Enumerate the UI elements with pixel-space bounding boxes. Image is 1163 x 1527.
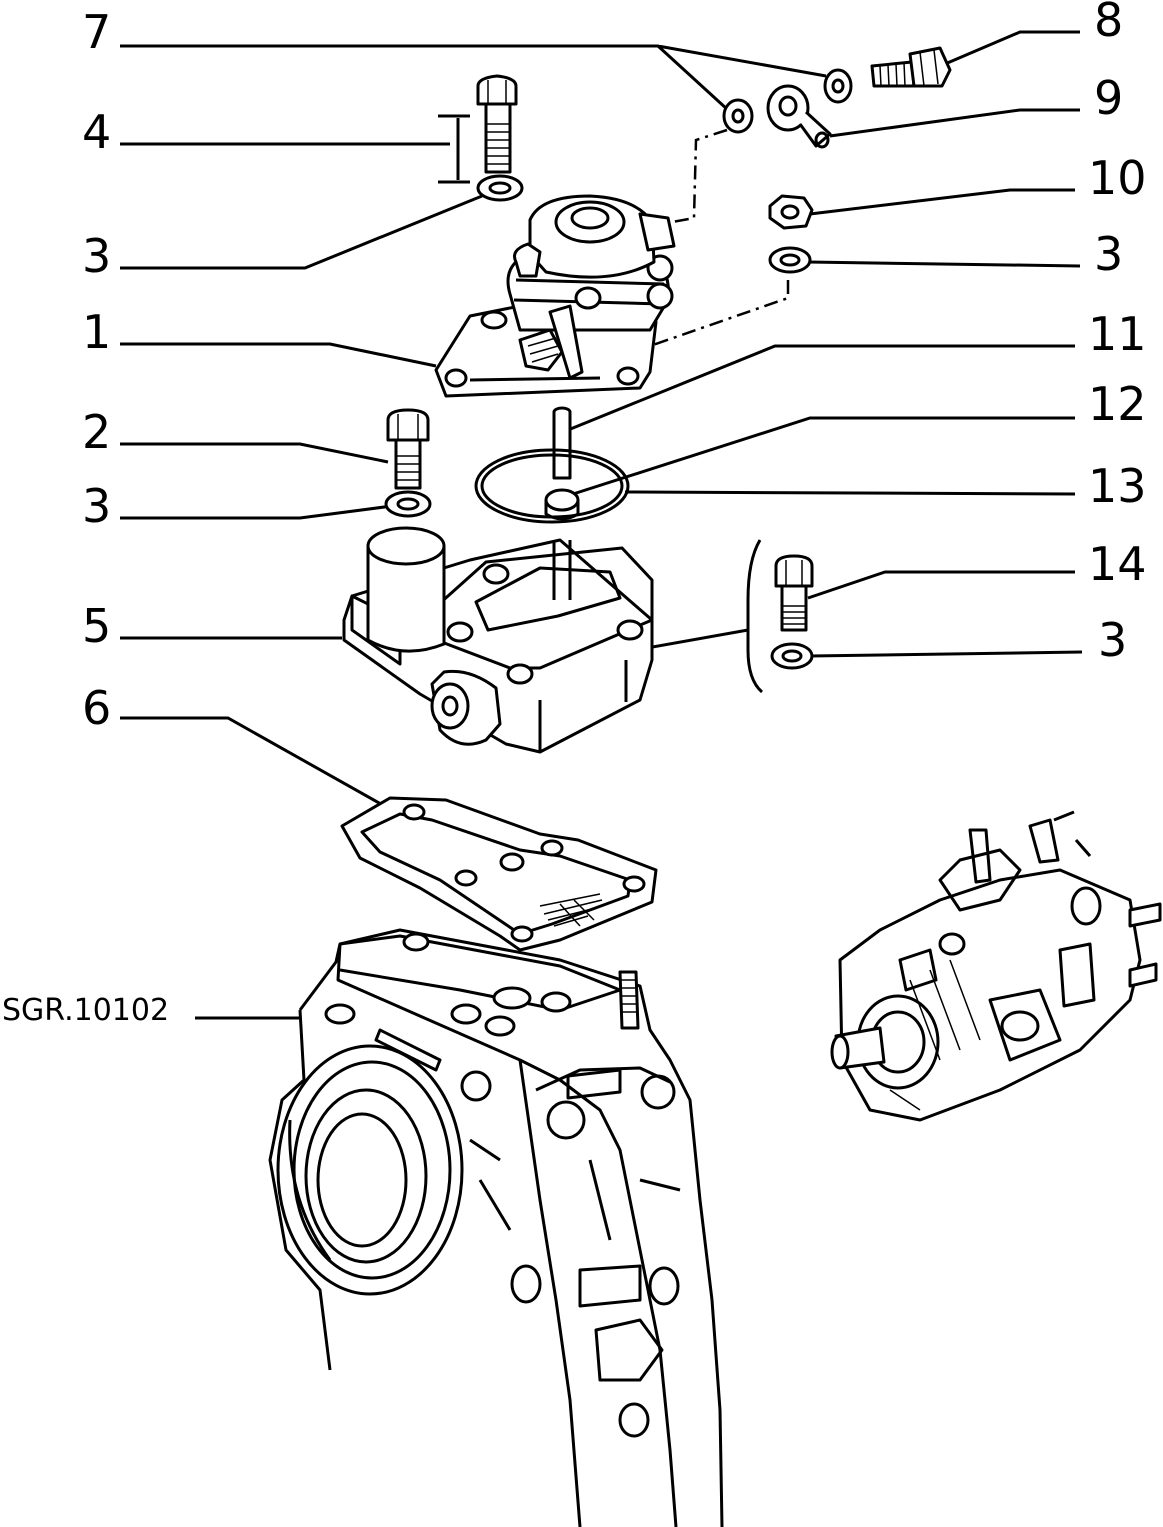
axis-banjo	[671, 128, 728, 224]
part-3-washer-top-right	[768, 246, 812, 274]
part-9-banjo-fitting	[766, 84, 832, 149]
leader-7	[120, 44, 827, 112]
leader-13	[624, 490, 1076, 496]
part-4-bolt	[476, 74, 524, 202]
injection-pump-body	[268, 928, 724, 1527]
callout-14: 14	[1088, 537, 1147, 591]
leader-12	[569, 416, 1075, 497]
part-13-o-ring-inner	[480, 453, 624, 519]
axis-nut	[649, 280, 790, 348]
leader-2	[120, 442, 389, 464]
callout-4: 4	[82, 105, 111, 159]
part-5-housing	[342, 526, 654, 754]
callout-5: 5	[82, 599, 111, 653]
leader-3-middle-left	[120, 504, 393, 520]
callout-3-middle-left: 3	[82, 479, 111, 533]
part-10-nut	[768, 194, 814, 230]
part-8-banjo-bolt	[870, 46, 952, 88]
callout-10: 10	[1088, 151, 1147, 205]
callout-13: 13	[1088, 459, 1147, 513]
leader-14	[807, 570, 1075, 600]
leader-3-top-right	[807, 260, 1081, 268]
part-14-bolt	[774, 554, 814, 632]
callout-7: 7	[82, 5, 111, 59]
part-2-bolt	[386, 408, 430, 490]
leader-1	[120, 342, 437, 368]
callout-3-top-left: 3	[82, 229, 111, 283]
reference-pump-illustration	[830, 810, 1162, 1122]
leader-9	[829, 108, 1080, 138]
callout-8: 8	[1094, 0, 1123, 47]
leader-8	[944, 30, 1080, 66]
leader-lines	[120, 30, 1083, 1020]
callout-3-bottom-right: 3	[1098, 613, 1127, 667]
dimension-4	[438, 114, 470, 184]
reference-code: SGR.10102	[2, 993, 169, 1028]
part-3-washer-middle-left	[384, 490, 432, 518]
leader-6	[120, 716, 389, 810]
leader-11	[567, 344, 1075, 432]
callout-6: 6	[82, 681, 111, 735]
part-6-gasket	[340, 796, 658, 952]
part-13-o-ring	[474, 448, 630, 524]
callout-1: 1	[82, 305, 111, 359]
leader-10	[809, 188, 1075, 216]
callout-9: 9	[1094, 71, 1123, 125]
callout-11: 11	[1088, 307, 1147, 361]
part-1-feed-pump	[434, 194, 676, 398]
callout-12: 12	[1088, 377, 1147, 431]
leader-3-bottom-right	[809, 650, 1083, 658]
part-11-pin	[544, 406, 580, 521]
part-7-washers	[722, 68, 853, 134]
callout-3-top-right: 3	[1094, 227, 1123, 281]
leader-3-top-left	[120, 194, 483, 270]
part-3-washer-bottom-right	[770, 642, 814, 670]
callout-2: 2	[82, 405, 111, 459]
